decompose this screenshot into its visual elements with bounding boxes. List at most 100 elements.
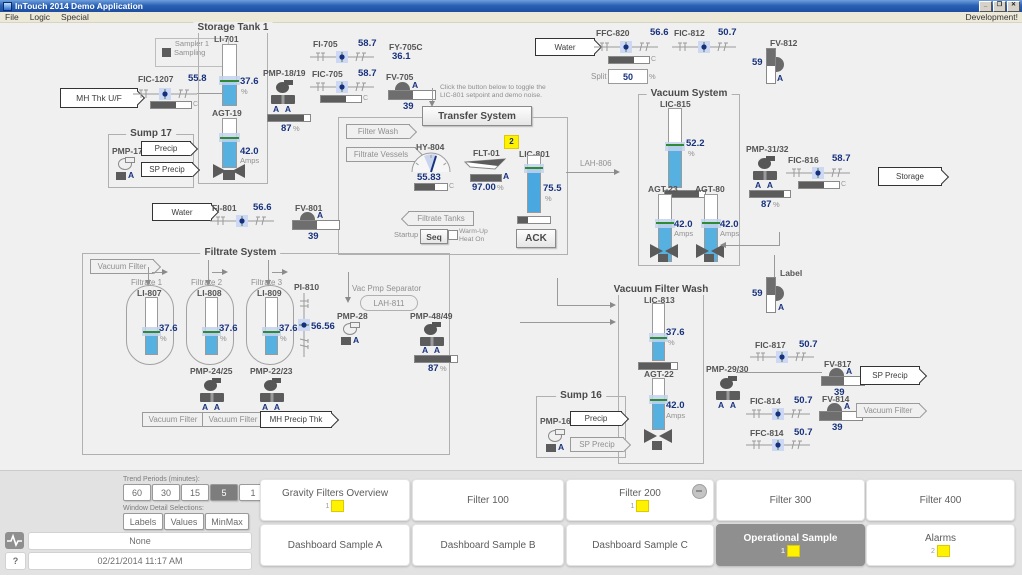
pmp4849-value: 87 bbox=[428, 363, 439, 374]
nav-arrow-vacuum-filter-a[interactable]: Vacuum Filter bbox=[142, 412, 204, 427]
warmup-checkbox[interactable] bbox=[448, 230, 458, 240]
fv801-valve-bar bbox=[292, 220, 340, 230]
fic705-output-slider[interactable] bbox=[320, 95, 362, 103]
lic801-output-slider[interactable] bbox=[517, 216, 551, 224]
fic1207-output-slider[interactable] bbox=[150, 101, 192, 109]
pmp1819-speed-bar bbox=[267, 114, 311, 122]
nav-arrow-filter-wash[interactable]: Filter Wash bbox=[346, 124, 410, 139]
fic816-output-slider[interactable] bbox=[798, 181, 840, 189]
minimize-button[interactable]: _ bbox=[979, 0, 992, 12]
fv801-status: A bbox=[317, 210, 324, 220]
pmp4849-status: A A bbox=[422, 345, 443, 355]
nav-arrow-sp-precip-17[interactable]: SP Precip bbox=[141, 162, 193, 177]
seq-button[interactable]: Seq bbox=[420, 229, 448, 244]
nav-arrow-water-mid[interactable]: Water bbox=[152, 203, 212, 221]
fic816-flowmeter bbox=[786, 166, 850, 180]
nav-operational-sample[interactable]: Operational Sample 1 bbox=[716, 524, 865, 566]
sump17-group: Sump 17 bbox=[108, 128, 194, 188]
flt01-status: A bbox=[503, 171, 510, 181]
fi705-value: 58.7 bbox=[358, 38, 377, 49]
pmp1819-motor bbox=[271, 95, 295, 104]
nav-filter-400[interactable]: Filter 400 bbox=[866, 479, 1015, 521]
nav-filter-300[interactable]: Filter 300 bbox=[716, 479, 865, 521]
nav-arrow-precip-16[interactable]: Precip bbox=[570, 411, 622, 426]
agt19-label: AGT-19 bbox=[212, 108, 242, 118]
trend-60-button[interactable]: 60 bbox=[123, 484, 151, 501]
menu-file[interactable]: File bbox=[5, 12, 19, 22]
help-button[interactable]: ? bbox=[5, 552, 26, 570]
nav-arrow-filtrate-tanks[interactable]: Filtrate Tanks bbox=[408, 211, 474, 226]
fv801-value: 39 bbox=[308, 231, 319, 242]
fic814-flowmeter bbox=[746, 407, 810, 421]
nav-arrow-filtrate-vessels[interactable]: Filtrate Vessels bbox=[346, 147, 416, 162]
agt80-value: 42.0 bbox=[720, 219, 739, 230]
close-button[interactable]: ✕ bbox=[1007, 0, 1020, 12]
pmp1819-pump-icon bbox=[276, 80, 293, 93]
nav-filter-100[interactable]: Filter 100 bbox=[412, 479, 564, 521]
nav-arrow-vacuum-filter-in[interactable]: Vacuum Filter bbox=[90, 259, 154, 274]
pmp4849-motor bbox=[420, 337, 444, 346]
fv817-valve-bar bbox=[821, 376, 865, 386]
nav-arrow-sp-precip[interactable]: SP Precip bbox=[860, 366, 920, 385]
nav-gravity-filters-overview[interactable]: Gravity Filters Overview 1 bbox=[260, 479, 410, 521]
pmp4849-speed-bar bbox=[414, 355, 458, 363]
nav-arrow-mh-thk-uf[interactable]: MH Thk U/F bbox=[60, 88, 138, 108]
fv705-valve-icon bbox=[395, 82, 410, 90]
detail-selections-label: Window Detail Selections: bbox=[123, 505, 204, 512]
storage-tank1-group: Storage Tank 1 bbox=[193, 22, 273, 184]
agt23-unit: Amps bbox=[674, 229, 694, 238]
trend-15-button[interactable]: 15 bbox=[181, 484, 209, 501]
trend-pen-icon bbox=[5, 532, 24, 549]
hy804-gauge bbox=[411, 152, 451, 173]
agt23-label: AGT-23 bbox=[648, 184, 678, 194]
pmp2223-status: A A bbox=[262, 402, 283, 412]
ffc820-output-slider[interactable] bbox=[608, 56, 650, 64]
split-input[interactable]: 50 bbox=[608, 69, 648, 84]
trend-5-button[interactable]: 5 bbox=[210, 484, 238, 501]
label59-valve-bar bbox=[766, 277, 776, 313]
li701-unit: % bbox=[241, 87, 248, 96]
trend-30-button[interactable]: 30 bbox=[152, 484, 180, 501]
ack-button[interactable]: ACK bbox=[516, 229, 556, 248]
label59-label: Label bbox=[780, 268, 803, 278]
alarm-count-badge bbox=[636, 500, 650, 512]
restore-button[interactable]: ❐ bbox=[993, 0, 1006, 12]
flt01-label: FLT-01 bbox=[473, 148, 500, 158]
agt80-label: AGT-80 bbox=[695, 184, 725, 194]
lah811-tag: LAH-811 bbox=[360, 295, 418, 311]
pmp4849-label: PMP-48/49 bbox=[410, 311, 453, 321]
detail-values-button[interactable]: Values bbox=[164, 513, 204, 530]
menu-logic[interactable]: Logic bbox=[29, 12, 51, 22]
fv801-valve-icon bbox=[300, 212, 315, 220]
vacuum-system-title: Vacuum System bbox=[646, 88, 732, 99]
nav-alarms[interactable]: Alarms 2 bbox=[866, 524, 1015, 566]
nav-dashboard-sample-a[interactable]: Dashboard Sample A bbox=[260, 524, 410, 566]
nav-arrow-vacuum-filter-b[interactable]: Vacuum Filter bbox=[202, 412, 264, 427]
nav-arrow-sp-precip-16[interactable]: SP Precip bbox=[570, 437, 624, 452]
agt19-value: 42.0 bbox=[240, 146, 259, 157]
li807-value: 37.6 bbox=[159, 323, 178, 334]
nav-arrow-storage[interactable]: Storage bbox=[878, 167, 942, 186]
fy705c-value: 36.1 bbox=[392, 51, 411, 62]
nav-arrow-precip-17[interactable]: Precip bbox=[141, 141, 191, 156]
sump17-title: Sump 17 bbox=[126, 128, 176, 139]
pmp28-status: A bbox=[353, 335, 360, 345]
menu-special[interactable]: Special bbox=[61, 12, 89, 22]
agt80-unit: Amps bbox=[720, 229, 740, 238]
nav-dashboard-sample-c[interactable]: Dashboard Sample C bbox=[566, 524, 714, 566]
ffc820-label: FFC-820 bbox=[596, 28, 630, 38]
nav-arrow-water-top[interactable]: Water bbox=[535, 38, 595, 56]
title-bar: InTouch 2014 Demo Application _ ❐ ✕ bbox=[0, 0, 1022, 12]
detail-minmax-button[interactable]: MinMax bbox=[205, 513, 249, 530]
agt22-unit: Amps bbox=[666, 411, 686, 420]
pi810-label: PI-810 bbox=[294, 282, 320, 292]
transfer-title-button[interactable]: Transfer System bbox=[422, 106, 532, 126]
nav-dashboard-sample-b[interactable]: Dashboard Sample B bbox=[412, 524, 564, 566]
pmp2425-motor bbox=[200, 393, 224, 402]
nav-arrow-vacuum-filter-r[interactable]: Vacuum Filter bbox=[856, 403, 920, 418]
detail-labels-button[interactable]: Labels bbox=[123, 513, 163, 530]
hy804-output-slider[interactable] bbox=[414, 183, 448, 191]
nav-arrow-mh-precip-thk[interactable]: MH Precip Thk bbox=[260, 411, 332, 428]
pmp2930-motor bbox=[716, 391, 740, 400]
nav-filter-200[interactable]: Filter 200 1 bbox=[566, 479, 714, 521]
